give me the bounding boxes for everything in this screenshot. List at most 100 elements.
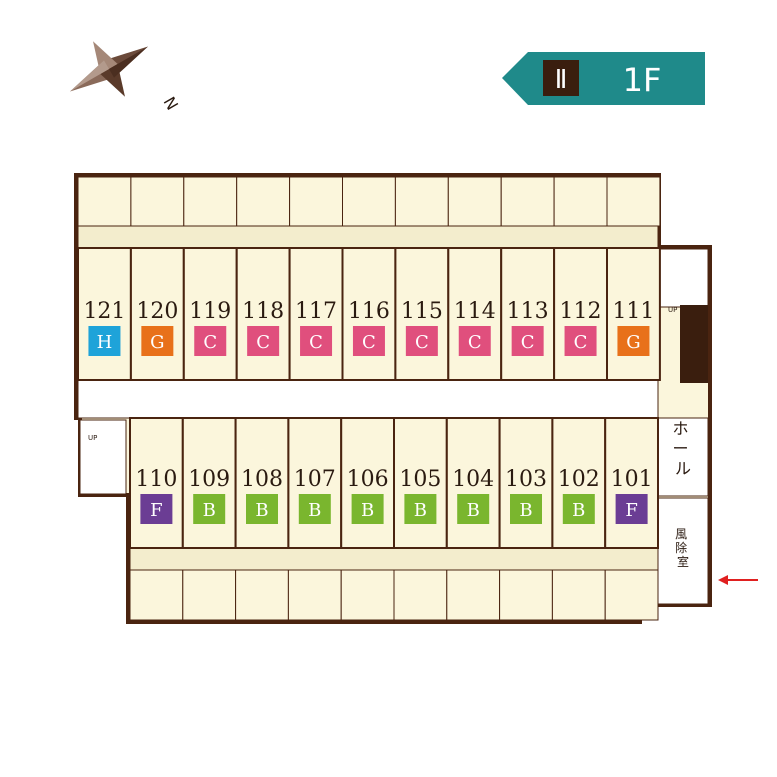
- lower-storage-cell: [499, 569, 553, 621]
- compass-icon: [70, 41, 148, 97]
- upper-storage-cell: [236, 176, 291, 227]
- room-number: 112: [560, 299, 602, 324]
- room-type-badge: [298, 494, 331, 524]
- upper-storage-cell: [606, 176, 661, 227]
- room-type-letter: C: [362, 332, 376, 353]
- lower-storage-cell: [393, 569, 448, 621]
- lower-storage-cell: [551, 569, 606, 621]
- room-type-letter: F: [150, 500, 163, 521]
- room-type-badge: [510, 494, 542, 524]
- room-cell: [551, 417, 607, 549]
- room-type-badge: [352, 326, 385, 356]
- room-number: 110: [135, 467, 177, 492]
- windbreak-room: [657, 497, 709, 605]
- room-type-letter: B: [414, 500, 427, 521]
- stairwell-left: [79, 419, 127, 495]
- lower-storage-cell: [235, 569, 289, 621]
- compass-north-label: N: [160, 94, 182, 114]
- room-cell: [447, 247, 503, 381]
- room-cell: [445, 417, 501, 549]
- room-number: 107: [294, 467, 336, 492]
- room-type-badge: [247, 326, 280, 356]
- room-type-letter: C: [415, 332, 429, 353]
- room-number: 119: [189, 299, 231, 324]
- room-type-badge: [351, 494, 384, 524]
- upper-storage-cell: [553, 176, 608, 227]
- middle-corridor: [77, 379, 659, 419]
- hall-area: [657, 417, 709, 497]
- building-numeral: Ⅱ: [555, 65, 568, 95]
- room-number: 113: [507, 299, 549, 324]
- lower-storage-cell: [287, 569, 342, 621]
- entrance-arrow-icon: [718, 575, 758, 585]
- room-number: 121: [83, 299, 125, 324]
- lower-storage-cell: [446, 569, 501, 621]
- room-type-letter: B: [308, 500, 321, 521]
- rooms-layer: 121H120G119C118C117C116C115C114C113C112C…: [77, 176, 661, 621]
- room-type-badge: [511, 326, 544, 356]
- room-cell: [129, 417, 184, 549]
- room-number: 109: [188, 467, 230, 492]
- upper-storage-cell: [394, 176, 449, 227]
- room-number: 114: [454, 299, 496, 324]
- stairs-up-label-right: UP: [668, 306, 677, 314]
- upper-storage-cell: [77, 176, 132, 227]
- top-balcony: [77, 225, 659, 249]
- room-type-letter: B: [203, 500, 216, 521]
- room-number: 111: [612, 299, 654, 324]
- room-cell: [606, 247, 661, 381]
- room-type-letter: G: [626, 332, 640, 353]
- room-cell: [393, 417, 448, 549]
- room-cell: [234, 417, 290, 549]
- room-number: 120: [136, 299, 178, 324]
- room-cell: [129, 247, 185, 381]
- room-cell: [394, 247, 450, 381]
- room-type-badge: [246, 494, 278, 524]
- room-number: 102: [558, 467, 600, 492]
- hall-label: ホ ー ル: [672, 419, 693, 478]
- lower-storage-cell: [129, 569, 184, 621]
- room-type-letter: B: [519, 500, 532, 521]
- upper-storage-cell: [500, 176, 555, 227]
- room-number: 116: [348, 299, 390, 324]
- hall-char-3: ル: [675, 459, 691, 478]
- room-number: 101: [611, 467, 653, 492]
- room-cell: [500, 247, 556, 381]
- room-number: 104: [452, 467, 494, 492]
- room-type-badge: [562, 494, 595, 524]
- room-number: 115: [401, 299, 443, 324]
- room-cell: [181, 417, 237, 549]
- lower-storage-cell: [604, 569, 659, 621]
- room-type-badge: [141, 326, 174, 356]
- windbreak-char-3: 室: [677, 554, 689, 569]
- room-type-letter: C: [521, 332, 535, 353]
- upper-storage-cell: [183, 176, 238, 227]
- room-type-badge: [300, 326, 333, 356]
- room-type-badge: [457, 494, 490, 524]
- room-type-badge: [617, 326, 650, 356]
- room-number: 118: [242, 299, 284, 324]
- room-type-badge: [564, 326, 597, 356]
- stairs-up-label-left: UP: [88, 434, 97, 442]
